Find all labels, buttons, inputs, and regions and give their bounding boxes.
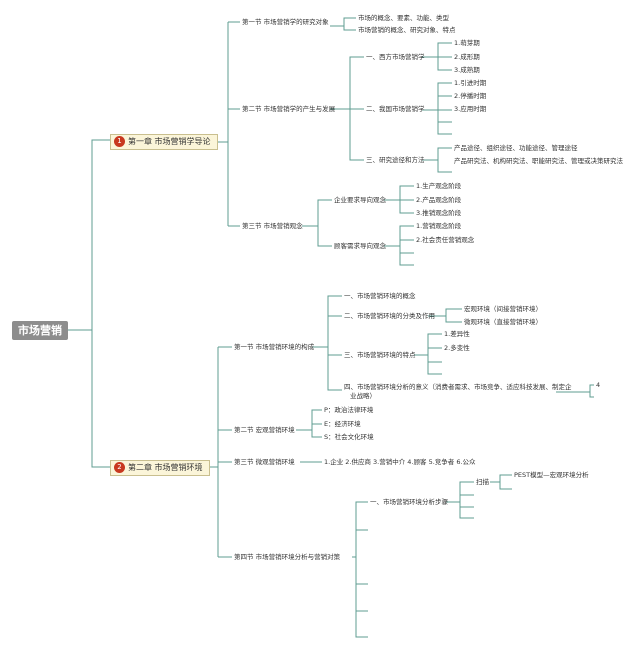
ch1-china-item[interactable]: 2.停播时期 bbox=[454, 92, 487, 100]
ch2-sec4-pest[interactable]: PEST模型—宏观环境分析 bbox=[514, 471, 589, 479]
ch1-western-item[interactable]: 2.成形期 bbox=[454, 53, 480, 61]
ch2-sec2-item[interactable]: S：社会文化环境 bbox=[324, 433, 374, 441]
ch2-features-item[interactable]: 2.多变性 bbox=[444, 344, 470, 352]
ch2-sec4-scan[interactable]: 扫描 bbox=[476, 478, 489, 486]
ch1-sec1-item[interactable]: 市场的概念、要素、功能、类型 bbox=[358, 14, 449, 22]
chapter1-title: 第一章 市场营销学导论 bbox=[128, 137, 211, 146]
ch2-sec3-title[interactable]: 第三节 微观营销环境 bbox=[234, 458, 295, 466]
ch2-sec2-item[interactable]: P：政治法律环境 bbox=[324, 406, 374, 414]
ch1-sec2-methods[interactable]: 三、研究途径和方法 bbox=[366, 156, 425, 164]
ch1-sec2-title[interactable]: 第二节 市场营销学的产生与发展 bbox=[242, 105, 336, 113]
chapter2-title: 第二章 市场营销环境 bbox=[128, 463, 203, 472]
ch2-sec1-concept[interactable]: 一、市场营销环境的概念 bbox=[344, 292, 416, 300]
ch1-sec1-title[interactable]: 第一节 市场营销学的研究对象 bbox=[242, 18, 329, 26]
ch1-customer-item[interactable]: 2.社会责任营销观念 bbox=[416, 236, 475, 244]
ch2-classify-item[interactable]: 宏观环境（间接营销环境） bbox=[464, 305, 542, 313]
ch2-classify-item[interactable]: 微观环境（直接营销环境） bbox=[464, 318, 542, 326]
ch1-sec3-title[interactable]: 第三节 市场营销观念 bbox=[242, 222, 303, 230]
ch1-enterprise-item[interactable]: 3.推销观念阶段 bbox=[416, 209, 462, 217]
ch1-enterprise-item[interactable]: 2.产品观念阶段 bbox=[416, 196, 462, 204]
ch1-china-item[interactable]: 1.引进时期 bbox=[454, 79, 487, 87]
ch1-sec3-customer[interactable]: 顾客需求导向观念 bbox=[334, 242, 386, 250]
ch1-sec2-china[interactable]: 二、我国市场营销学 bbox=[366, 105, 425, 113]
ch2-features-item[interactable]: 1.差异性 bbox=[444, 330, 470, 338]
ch1-sec1-item[interactable]: 市场营销的概念、研究对象、特点 bbox=[358, 26, 456, 34]
ch1-customer-item[interactable]: 1.营销观念阶段 bbox=[416, 222, 462, 230]
ch1-china-item[interactable]: 3.应用时期 bbox=[454, 105, 487, 113]
ch1-methods-item[interactable]: 产品途径、组织途径、功能途径、管理途径 bbox=[454, 144, 578, 152]
ch2-sec1-title[interactable]: 第一节 市场营销环境的构成 bbox=[234, 343, 315, 351]
ch1-sec2-western[interactable]: 一、西方市场营销学 bbox=[366, 53, 425, 61]
ch2-sec1-significance[interactable]: 四、市场营销环境分析的意义（消费者需求、市场竞争、适应科技发展、制定企 bbox=[344, 383, 572, 391]
ch2-sec4-steps[interactable]: 一、市场营销环境分析步骤 bbox=[370, 498, 448, 506]
ch1-enterprise-item[interactable]: 1.生产观念阶段 bbox=[416, 182, 462, 190]
ch1-western-item[interactable]: 3.成熟期 bbox=[454, 66, 480, 74]
root-node[interactable]: 市场营销 bbox=[12, 321, 68, 340]
ch1-western-item[interactable]: 1.萌芽期 bbox=[454, 39, 480, 47]
ch2-sec1-significance-cont: 业战略） bbox=[350, 392, 376, 400]
chapter1-number-badge: 1 bbox=[114, 136, 125, 147]
ch2-sec2-title[interactable]: 第二节 宏观营销环境 bbox=[234, 426, 295, 434]
ch2-sec4-title[interactable]: 第四节 市场营销环境分析与营销对策 bbox=[234, 553, 341, 561]
ch2-sec2-item[interactable]: E：经济环境 bbox=[324, 420, 361, 428]
ch2-sec1-features[interactable]: 三、市场营销环境的特点 bbox=[344, 351, 416, 359]
ch2-sec3-detail[interactable]: 1.企业 2.供应商 3.营销中介 4.顾客 5.竞争者 6.公众 bbox=[324, 458, 476, 466]
ch1-methods-item[interactable]: 产品研究法、机构研究法、职能研究法、管理或决策研究法 bbox=[454, 157, 623, 165]
chapter2-number-badge: 2 bbox=[114, 462, 125, 473]
ch2-side-mark: 4 bbox=[596, 381, 601, 389]
ch1-sec3-enterprise[interactable]: 企业要求导向观念 bbox=[334, 196, 386, 204]
ch2-sec1-classify[interactable]: 二、市场营销环境的分类及作用 bbox=[344, 312, 435, 320]
